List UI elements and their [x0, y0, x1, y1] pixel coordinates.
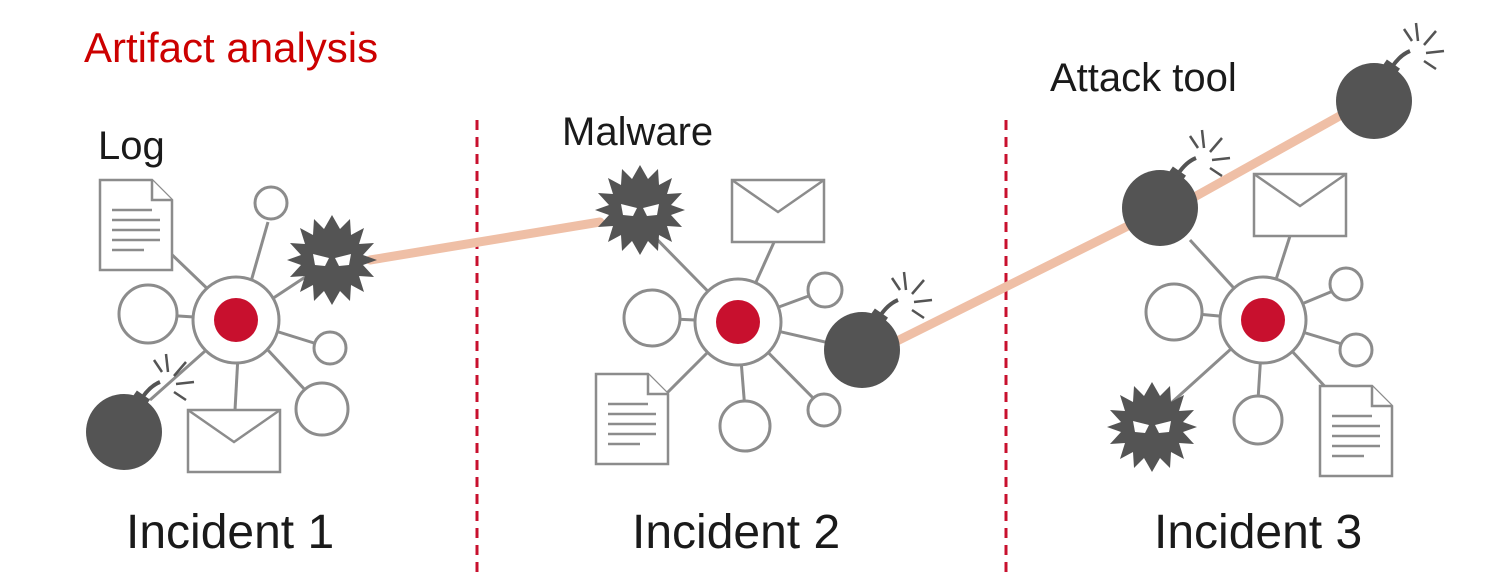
node-circle [622, 288, 682, 348]
center-node-core [716, 300, 760, 344]
incident-3-label: Incident 3 [1154, 506, 1363, 559]
node-circle [806, 392, 842, 428]
envelope-icon [1252, 172, 1348, 238]
attack-tool-label: Attack tool [1050, 56, 1237, 100]
log-label: Log [98, 124, 165, 168]
bomb-icon [1334, 21, 1446, 141]
attack-tool-link-b [1175, 108, 1350, 210]
incident-2-cluster [594, 165, 934, 466]
diagram-title: Artifact analysis [84, 24, 379, 71]
incident-2-label: Incident 2 [632, 506, 841, 559]
malware-label: Malware [562, 110, 714, 154]
document-icon [1318, 384, 1394, 478]
node-circle [312, 330, 348, 366]
incident-3-cluster [1107, 21, 1446, 478]
incident-1-cluster [84, 178, 377, 474]
attack-tool-link-a [890, 205, 1165, 347]
node-circle [294, 381, 350, 437]
node-circle [117, 283, 179, 345]
center-node-core [214, 298, 258, 342]
node-circle [1338, 332, 1374, 368]
malware-icon [1107, 382, 1197, 472]
envelope-icon [730, 178, 826, 244]
bomb-icon [84, 352, 196, 472]
document-icon [98, 178, 174, 272]
node-circle [1232, 394, 1284, 446]
malware-icon [595, 165, 685, 255]
document-icon [594, 372, 670, 466]
incident-1-label: Incident 1 [126, 506, 335, 559]
center-node-core [1241, 298, 1285, 342]
node-circle [1328, 266, 1364, 302]
malware-link [365, 217, 605, 265]
envelope-icon [186, 408, 282, 474]
node-circle [806, 271, 844, 309]
node-circle [718, 399, 772, 453]
malware-icon [287, 215, 377, 305]
node-circle [1144, 282, 1204, 342]
node-circle [253, 185, 289, 221]
